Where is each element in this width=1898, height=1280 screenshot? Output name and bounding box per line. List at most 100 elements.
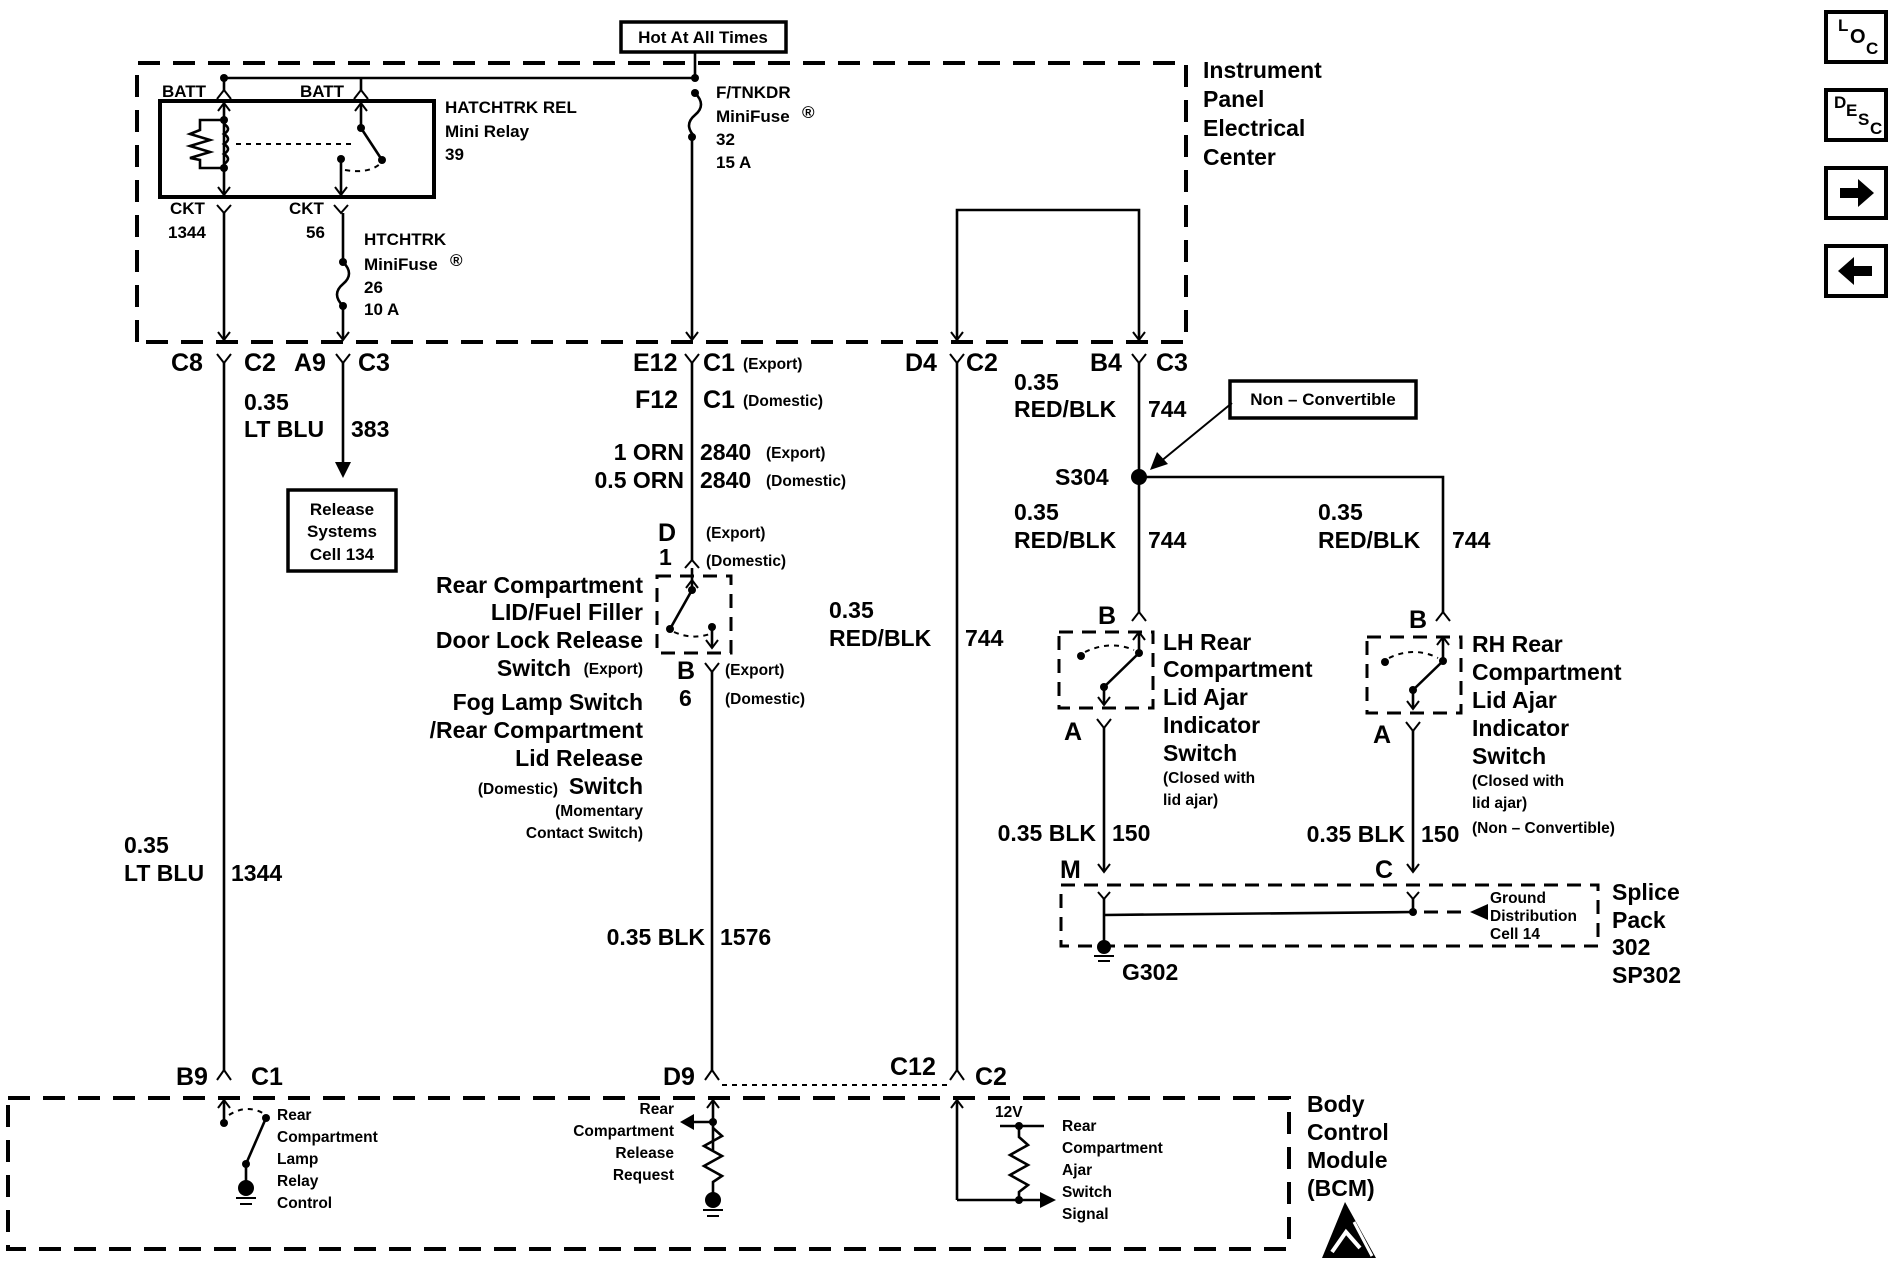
w2840-export-gauge: 1 ORN <box>614 439 684 465</box>
w1344-circuit: 1344 <box>231 860 282 886</box>
release-switch-export-tag: (Export) <box>584 661 643 678</box>
w383-gauge: 0.35 <box>244 389 289 415</box>
lh-pin-a: A <box>1064 718 1082 746</box>
rh-note-1: (Closed with <box>1472 773 1564 790</box>
w744-top-circuit: 744 <box>1148 396 1187 422</box>
release-request-label-1: Rear <box>640 1101 674 1118</box>
fuse-htchtrk-rating: 10 A <box>364 300 399 319</box>
hot-at-all-times-label: Hot At All Times <box>638 28 768 47</box>
lh-lid-ajar-switch: B A LH Rear Compartment Lid Ajar Indicat… <box>998 602 1313 874</box>
conn-a9: A9 <box>294 349 326 377</box>
hot-at-all-times-box: Hot At All Times <box>619 20 788 54</box>
splice-pin-c: C <box>1375 856 1393 884</box>
rh-label-1: RH Rear <box>1472 631 1563 657</box>
bcm-pin-b9: B9 <box>176 1063 208 1091</box>
instrument-panel-electrical-center: Instrument Panel Electrical Center <box>135 57 1322 344</box>
bcm-voltage: 12V <box>995 1104 1023 1121</box>
fuse-ftnkdr-name: F/TNKDR <box>716 83 791 102</box>
ckt-right-label: CKT <box>289 199 325 218</box>
lh-note-1: (Closed with <box>1163 770 1255 787</box>
next-page-button[interactable] <box>1824 166 1888 220</box>
lh-label-5: Switch <box>1163 740 1237 766</box>
fog-switch-label-4: Switch <box>569 773 643 799</box>
batt-left-label: BATT <box>162 82 207 101</box>
ipec-title-1: Instrument <box>1203 57 1322 83</box>
lh-label-4: Indicator <box>1163 712 1260 738</box>
bcm-title-1: Body <box>1307 1091 1365 1117</box>
esd-warning-icon <box>1322 1202 1376 1258</box>
hatchtrk-relay: HATCHTRK REL Mini Relay 39 <box>158 98 577 199</box>
switch-pin-d-tag: (Export) <box>706 525 765 542</box>
splice-s304: S304 <box>1055 464 1109 490</box>
bcm-pin-c1: C1 <box>251 1063 283 1091</box>
w744-d4-color: RED/BLK <box>829 625 932 651</box>
rh-pin-b: B <box>1409 606 1427 634</box>
switch-pin-d: D <box>658 519 676 547</box>
loc-letter-c: C <box>1866 39 1879 58</box>
previous-page-button[interactable] <box>1824 244 1888 298</box>
relay-number: 39 <box>445 145 464 164</box>
conn-f12: F12 <box>635 386 678 414</box>
description-button[interactable]: D E S C <box>1824 88 1888 142</box>
switch-pin-b: B <box>677 657 695 685</box>
ipec-title-3: Electrical <box>1203 115 1305 141</box>
bcm-pin-c2: C2 <box>975 1063 1007 1091</box>
desc-letter-s: S <box>1858 110 1870 129</box>
conn-c3-a: C3 <box>358 349 390 377</box>
splice-pin-m: M <box>1060 856 1081 884</box>
conn-c8: C8 <box>171 349 203 377</box>
batt-right-label: BATT <box>300 82 345 101</box>
ckt-left-label: CKT <box>170 199 206 218</box>
fog-switch-label-3: Lid Release <box>515 745 643 771</box>
relay-outputs: CKT 1344 CKT 56 HTCHTRK MiniFuse ® 26 10… <box>168 83 815 319</box>
bcm-title-4: (BCM) <box>1307 1175 1375 1201</box>
fog-switch-label-1: Fog Lamp Switch <box>453 689 643 715</box>
rh-pin-a: A <box>1373 721 1391 749</box>
desc-letter-d: D <box>1834 93 1847 112</box>
w744-top-color: RED/BLK <box>1014 396 1117 422</box>
w1344-color: LT BLU <box>124 860 204 886</box>
fuse-ftnkdr-number: 32 <box>716 130 735 149</box>
w744-mid-color: RED/BLK <box>1014 527 1117 553</box>
w2840-export-tag: (Export) <box>766 445 825 462</box>
wire-383: A9 C3 0.35 LT BLU 383 Release Systems Ce… <box>244 306 398 573</box>
w150-rh-circuit: 150 <box>1421 821 1459 847</box>
w150-lh-gauge: 0.35 BLK <box>998 820 1097 846</box>
wire-1344: C8 C2 0.35 LT BLU 1344 <box>124 213 282 1081</box>
fuse-ftnkdr-rating: 15 A <box>716 153 751 172</box>
ckt-right-number: 56 <box>306 223 325 242</box>
fuse-ftnkdr-mark: ® <box>802 103 815 122</box>
w744-top-gauge: 0.35 <box>1014 369 1059 395</box>
w1344-gauge: 0.35 <box>124 832 169 858</box>
switch-pin-1-tag: (Domestic) <box>706 553 786 570</box>
relay-name: HATCHTRK REL <box>445 98 577 117</box>
w2840-domestic-tag: (Domestic) <box>766 473 846 490</box>
ground-ref-3: Cell 14 <box>1490 926 1540 943</box>
ckt-left-number: 1344 <box>168 223 206 242</box>
bcm-title-3: Module <box>1307 1147 1388 1173</box>
wire-744: D4 C2 B4 C3 0.35 RED/BLK 744 0.35 RED/BL… <box>829 208 1491 1070</box>
lh-pin-b: B <box>1098 602 1116 630</box>
rh-lid-ajar-switch: B A RH Rear Compartment Lid Ajar Indicat… <box>1307 606 1622 874</box>
lh-label-3: Lid Ajar <box>1163 684 1248 710</box>
ajar-signal-label-3: Ajar <box>1062 1162 1092 1179</box>
w744-d4-circuit: 744 <box>965 625 1004 651</box>
desc-letter-c: C <box>1870 119 1883 138</box>
splice-title-3: 302 <box>1612 934 1650 960</box>
conn-c3-b: C3 <box>1156 349 1188 377</box>
release-box-line-2: Systems <box>307 522 377 541</box>
ajar-signal-label-2: Compartment <box>1062 1140 1163 1157</box>
fog-switch-label-2: /Rear Compartment <box>430 717 644 743</box>
release-box-line-3: Cell 134 <box>310 545 375 564</box>
w150-rh-gauge: 0.35 BLK <box>1307 821 1406 847</box>
fog-switch-domestic-tag: (Domestic) <box>478 781 558 798</box>
non-convertible-label: Non – Convertible <box>1250 390 1395 409</box>
rh-label-4: Indicator <box>1472 715 1569 741</box>
w744-right-gauge: 0.35 <box>1318 499 1363 525</box>
release-box-line-1: Release <box>310 500 374 519</box>
splice-title-4: SP302 <box>1612 962 1681 988</box>
rh-note-2: lid ajar) <box>1472 795 1527 812</box>
location-button[interactable]: L O C <box>1824 10 1888 64</box>
conn-b4: B4 <box>1090 349 1122 377</box>
